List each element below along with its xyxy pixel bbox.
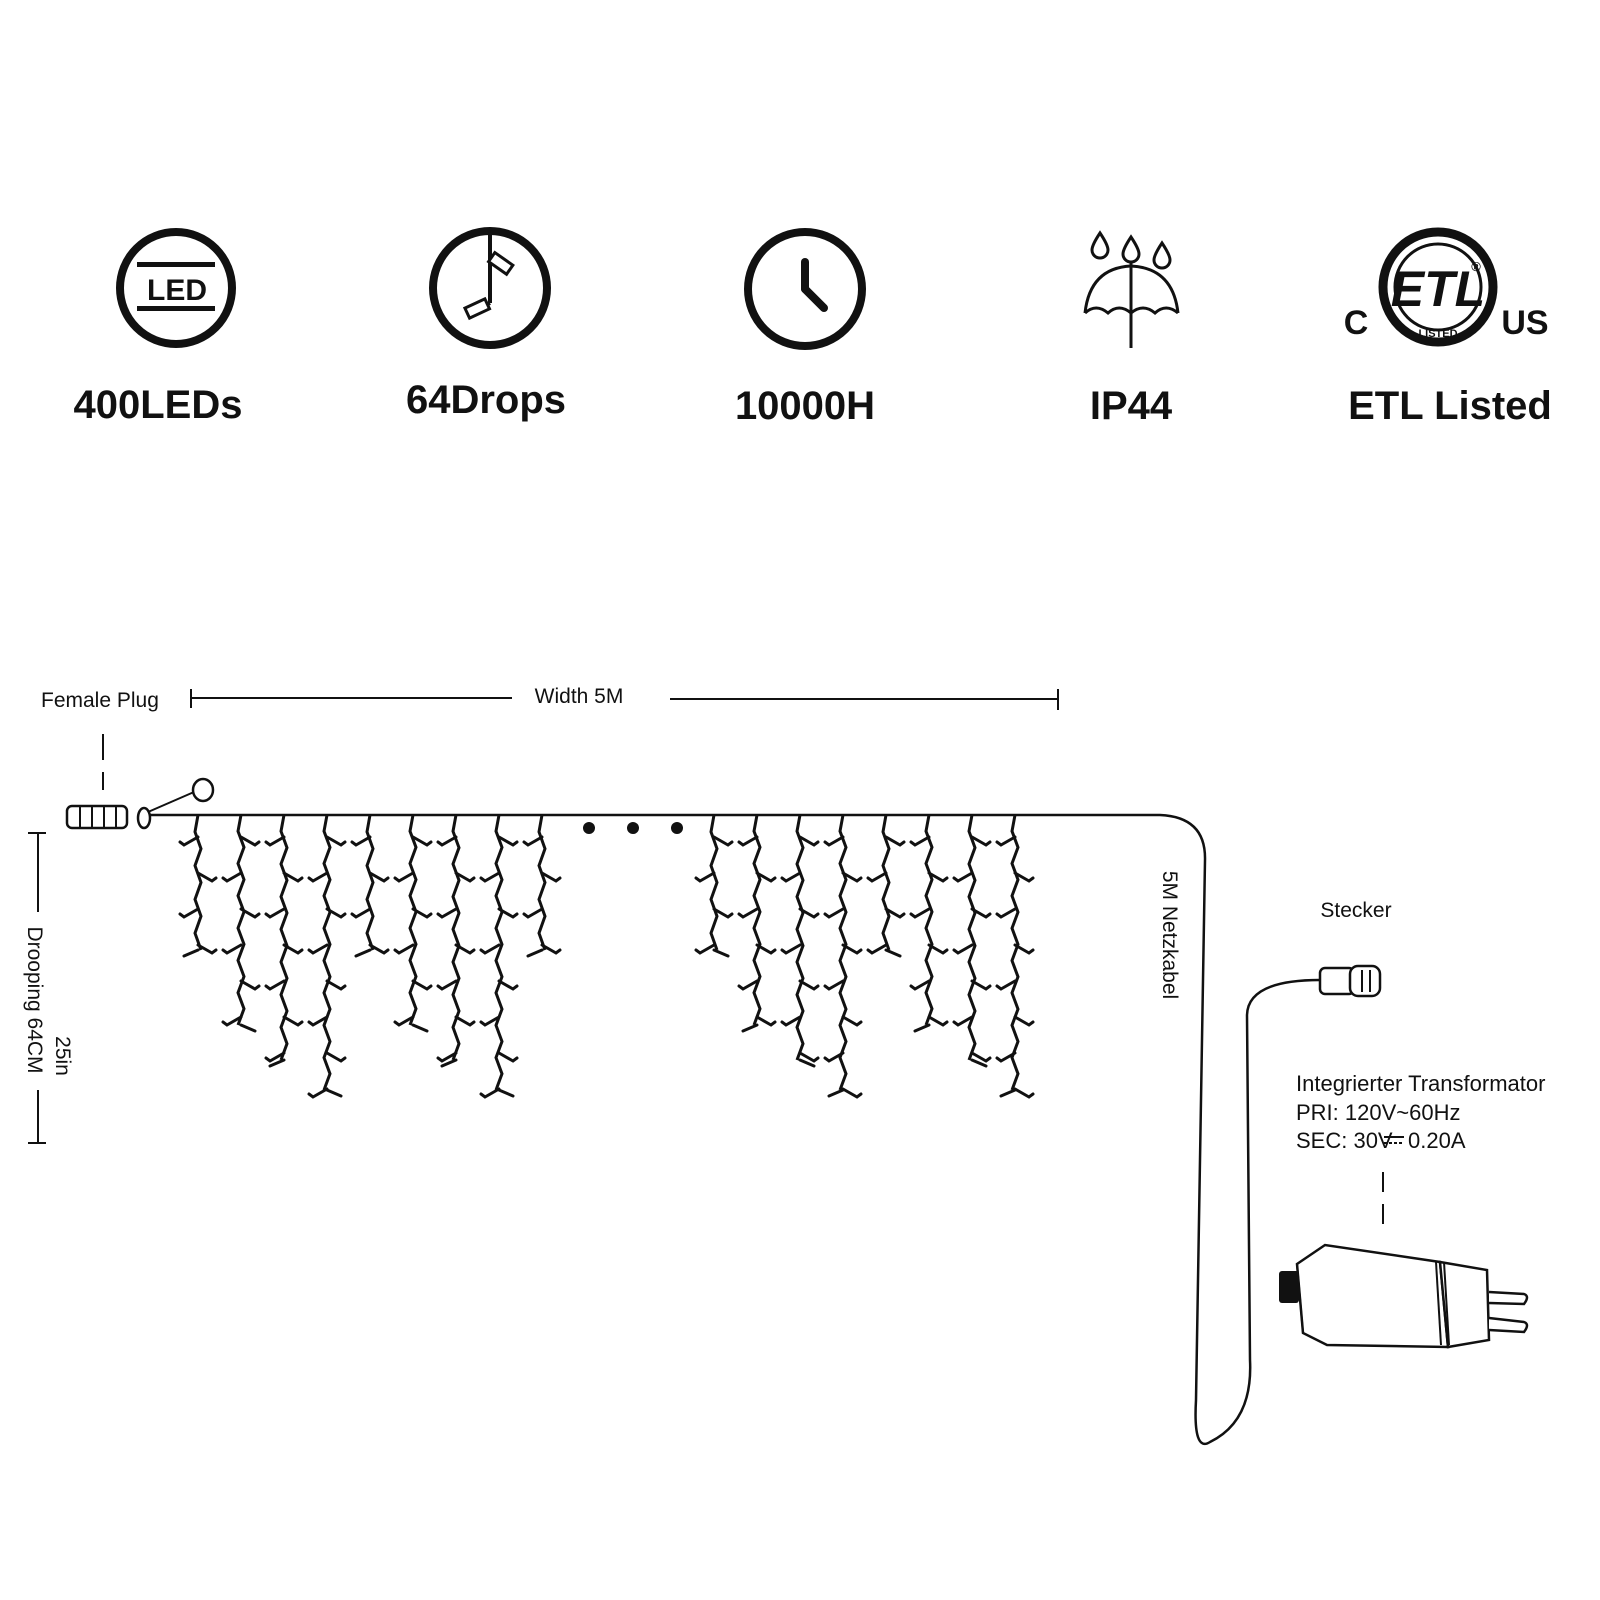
ellipsis-dots [583, 822, 683, 834]
etl-logo-mark: ETL [1391, 261, 1485, 317]
cable-length-label: 5M Netzkabel [1158, 871, 1181, 999]
feature-hours: 10000H [735, 228, 875, 428]
icicle-strand [307, 814, 347, 1099]
feature-drops: 64Drops [406, 227, 566, 422]
transformer-sec-prefix: SEC: 30V [1296, 1128, 1393, 1153]
icicle-strand [350, 814, 390, 958]
etl-logo-registered: ® [1471, 259, 1481, 274]
icicle-strand [823, 814, 863, 1099]
transformer [1279, 1243, 1529, 1349]
icicle-strand [995, 814, 1035, 1099]
feature-label-leds: 400LEDs [74, 383, 243, 427]
transformer-pri: PRI: 120V~60Hz [1296, 1100, 1460, 1125]
icicle-strand [522, 814, 562, 958]
feature-led: LED 400LEDs [74, 228, 243, 427]
dc-symbol [1384, 1136, 1404, 1144]
feature-label-hours: 10000H [735, 384, 875, 428]
icicle-strand [737, 814, 777, 1033]
icicle-strand [264, 814, 304, 1068]
transformer-sec-suffix: 0.20A [1408, 1128, 1466, 1153]
drops-icon [429, 227, 551, 349]
feature-label-etl: ETL Listed [1348, 384, 1552, 428]
icicle-strand [952, 814, 992, 1068]
drooping-label: Drooping 64CM [23, 926, 46, 1073]
main-cable [146, 813, 1321, 1445]
plug-label: Stecker [1320, 899, 1391, 922]
icicle-strand [393, 814, 433, 1033]
icicle-strand [780, 814, 820, 1068]
etl-logo: ETL LISTED ® C US [1344, 227, 1549, 347]
width-label: Width 5M [535, 685, 624, 708]
icicle-strand [178, 814, 218, 958]
icicle-strand [694, 814, 734, 958]
drooping-dimension [28, 832, 46, 1144]
feature-etl: ETL LISTED ® C US ETL Listed [1344, 227, 1552, 428]
feature-ip: IP44 [1083, 230, 1180, 428]
led-icon: LED [116, 228, 236, 348]
feature-label-ip: IP44 [1090, 384, 1173, 428]
icicle-strand [909, 814, 949, 1033]
drooping-inches-label: 25in [51, 1036, 74, 1076]
icicle-strand [866, 814, 906, 958]
umbrella-rain-icon [1083, 230, 1180, 348]
transformer-title: Integrierter Transformator [1296, 1071, 1545, 1096]
etl-logo-c: C [1344, 304, 1369, 342]
led-icon-text: LED [147, 274, 207, 307]
icicle-strand [221, 814, 261, 1033]
male-plug [1318, 964, 1382, 998]
icicle-strand [436, 814, 476, 1068]
width-dimension [190, 689, 1059, 710]
etl-logo-us: US [1501, 304, 1548, 342]
clock-icon [744, 228, 866, 350]
feature-label-drops: 64Drops [406, 378, 566, 422]
etl-logo-listed: LISTED [1418, 328, 1457, 340]
female-plug-label: Female Plug [41, 689, 159, 712]
icicle-lights [178, 814, 1035, 1099]
icicle-strand [479, 814, 519, 1099]
female-plug [65, 777, 215, 830]
